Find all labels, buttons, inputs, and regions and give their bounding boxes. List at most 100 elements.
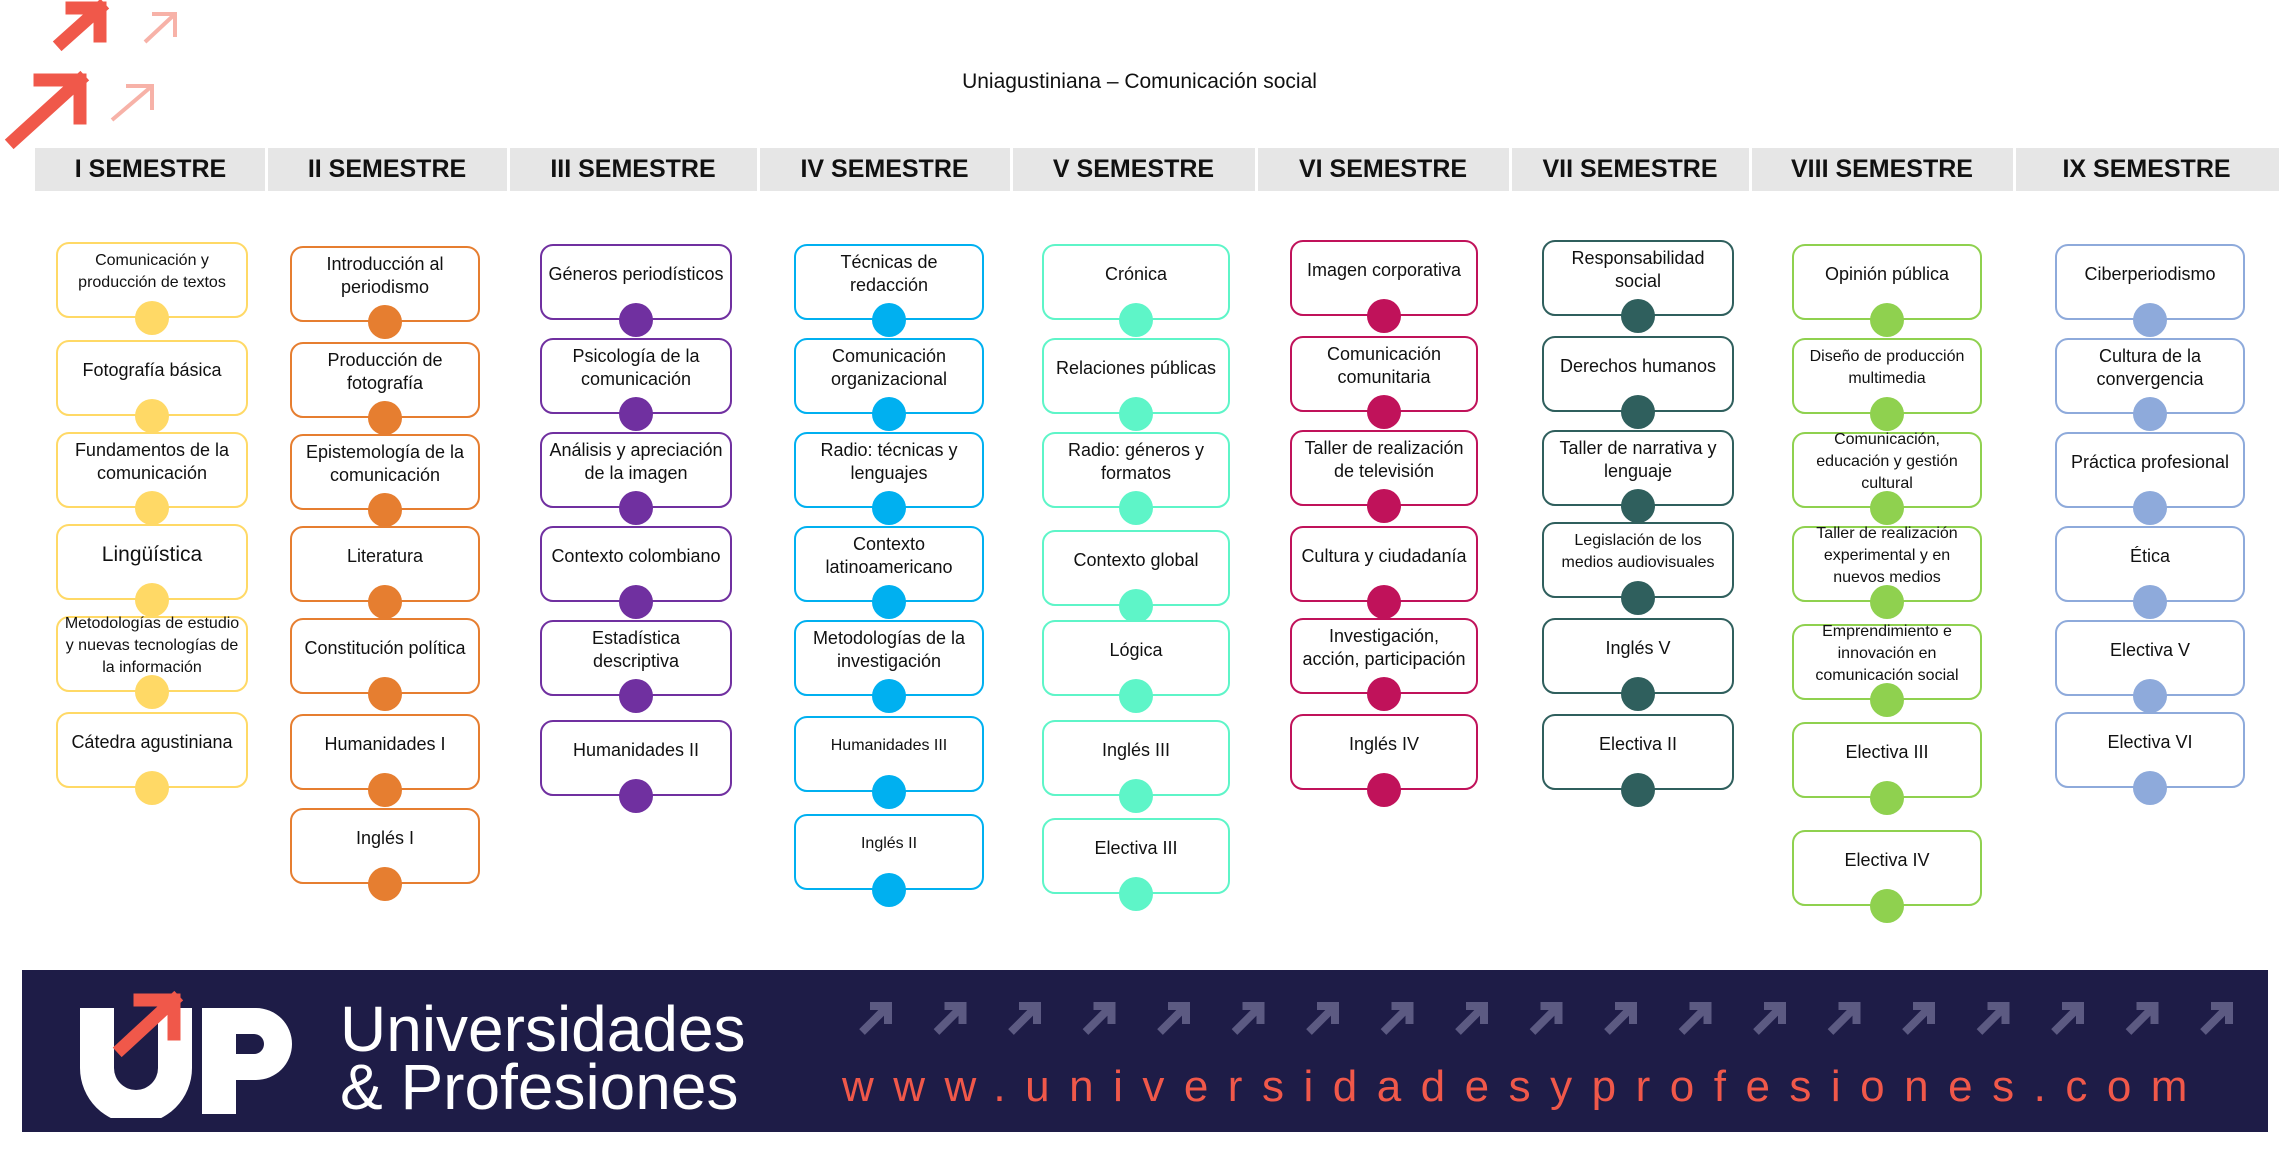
course-box: Cultura y ciudadanía <box>1290 526 1478 602</box>
semester-header: III SEMESTRE <box>550 155 716 183</box>
semester-separator <box>2013 148 2016 191</box>
course-connector-dot <box>135 675 169 709</box>
footer-arrow-mark <box>1604 1002 1637 1035</box>
footer-arrow-mark <box>1902 1002 1935 1035</box>
footer-arrow-mark <box>1157 1002 1190 1035</box>
course-connector-dot <box>2133 771 2167 805</box>
course-connector-dot <box>2133 585 2167 619</box>
semester-header: V SEMESTRE <box>1052 155 1215 183</box>
footer-arrow-mark <box>1008 1002 1041 1035</box>
course-connector-dot <box>619 397 653 431</box>
course-connector-dot <box>1119 877 1153 911</box>
course-connector-dot <box>1870 491 1904 525</box>
course-box: Lingüística <box>56 524 248 600</box>
course-connector-dot <box>1367 489 1401 523</box>
course-connector-dot <box>1367 773 1401 807</box>
semester-separator <box>1010 148 1013 191</box>
semester-separator <box>1509 148 1512 191</box>
course-connector-dot <box>1119 397 1153 431</box>
course-box: Contexto latinoamericano <box>794 526 984 602</box>
course-connector-dot <box>2133 303 2167 337</box>
footer-arrow-mark <box>1380 1002 1414 1035</box>
course-box: Cátedra agustiniana <box>56 712 248 788</box>
corner-arrows-logo <box>4 0 177 150</box>
course-connector-dot <box>1119 303 1153 337</box>
course-connector-dot <box>619 679 653 713</box>
course-connector-dot <box>872 679 906 713</box>
course-connector-dot <box>1119 589 1153 623</box>
course-connector-dot <box>135 771 169 805</box>
footer-arrow-mark <box>2125 1002 2159 1035</box>
course-connector-dot <box>1870 397 1904 431</box>
course-connector-dot <box>1621 299 1655 333</box>
footer-arrow-mark <box>1082 1002 1116 1035</box>
footer-arrow-mark <box>1529 1002 1563 1035</box>
course-connector-dot <box>1367 585 1401 619</box>
course-connector-dot <box>619 779 653 813</box>
course-connector-dot <box>1367 299 1401 333</box>
course-connector-dot <box>619 303 653 337</box>
course-connector-dot <box>1119 679 1153 713</box>
course-connector-dot <box>872 873 906 907</box>
footer-arrow-pattern <box>859 1002 2233 1035</box>
course-connector-dot <box>1621 677 1655 711</box>
course-connector-dot <box>368 493 402 527</box>
footer-arrow-mark <box>1231 1002 1265 1035</box>
course-connector-dot <box>135 399 169 433</box>
course-box: Electiva VI <box>2055 712 2245 788</box>
course-connector-dot <box>1870 889 1904 923</box>
course-connector-dot <box>1119 779 1153 813</box>
semester-separator <box>1255 148 1258 191</box>
semester-separator <box>265 148 268 191</box>
course-connector-dot <box>1621 773 1655 807</box>
brand-name-line2: & Profesiones <box>340 1051 739 1123</box>
course-connector-dot <box>1367 395 1401 429</box>
course-connector-dot <box>1119 491 1153 525</box>
footer-arrow-mark <box>1827 1002 1861 1035</box>
course-connector-dot <box>1870 585 1904 619</box>
up-logo <box>80 990 292 1118</box>
course-box: Investigación, acción, participación <box>1290 618 1478 694</box>
footer-arrow-mark <box>859 1002 892 1035</box>
course-connector-dot <box>872 397 906 431</box>
course-box: Taller de narrativa y lenguaje <box>1542 430 1734 506</box>
course-connector-dot <box>368 677 402 711</box>
semester-header: IV SEMESTRE <box>800 155 969 183</box>
footer-arrow-mark <box>2051 1002 2084 1035</box>
brand-name-line1: Universidades <box>340 993 746 1065</box>
website-url[interactable]: www.universidadesyprofesiones.com <box>842 1062 2207 1111</box>
semester-header: II SEMESTRE <box>307 155 467 183</box>
semester-separator <box>1749 148 1752 191</box>
course-connector-dot <box>1870 781 1904 815</box>
course-connector-dot <box>2133 679 2167 713</box>
course-connector-dot <box>135 491 169 525</box>
course-connector-dot <box>619 491 653 525</box>
course-box: Inglés III <box>1042 720 1230 796</box>
course-connector-dot <box>1870 303 1904 337</box>
footer-arrow-mark <box>1976 1002 2010 1035</box>
semester-header: VII SEMESTRE <box>1542 155 1718 183</box>
semester-header: VI SEMESTRE <box>1298 155 1468 183</box>
course-box: Metodologías de estudio y nuevas tecnolo… <box>56 615 248 692</box>
course-connector-dot <box>872 491 906 525</box>
course-connector-dot <box>872 775 906 809</box>
semester-header: I SEMESTRE <box>74 155 227 183</box>
course-connector-dot <box>368 585 402 619</box>
footer-arrow-mark <box>1753 1002 1786 1035</box>
semester-separator <box>507 148 510 191</box>
course-connector-dot <box>872 585 906 619</box>
course-connector-dot <box>135 301 169 335</box>
course-connector-dot <box>368 773 402 807</box>
course-box: Comunicación organizacional <box>794 338 984 414</box>
semester-separator <box>757 148 760 191</box>
footer-banner: Universidades & Profesiones www.universi… <box>22 970 2268 1132</box>
footer-arrow-mark <box>933 1002 967 1035</box>
course-box: Constitución política <box>290 618 480 694</box>
course-box: Relaciones públicas <box>1042 338 1230 414</box>
course-connector-dot <box>135 583 169 617</box>
course-connector-dot <box>1621 395 1655 429</box>
course-connector-dot <box>1367 677 1401 711</box>
footer-arrow-mark <box>1678 1002 1712 1035</box>
course-connector-dot <box>368 401 402 435</box>
course-box: Comunicación y producción de textos <box>56 242 248 318</box>
